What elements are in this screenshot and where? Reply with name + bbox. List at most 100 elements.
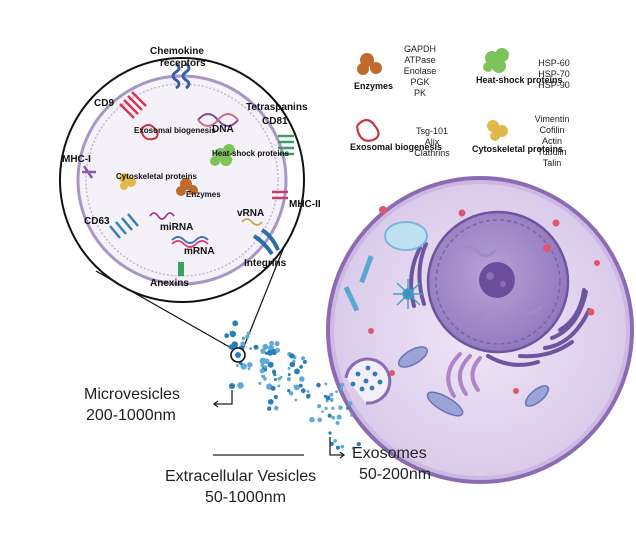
size-indicators bbox=[212, 390, 346, 459]
cd81-shape bbox=[278, 134, 294, 156]
label-enzymes-vesicle: Enzymes bbox=[186, 190, 221, 199]
label-heat-shock-proteins: Heat-shock proteins bbox=[212, 149, 289, 158]
vesicle-dot bbox=[287, 389, 291, 393]
mitochondrion bbox=[426, 391, 464, 417]
vrna-shape bbox=[241, 218, 263, 226]
cd9-shape bbox=[119, 91, 147, 119]
vesicle-dot bbox=[346, 406, 350, 410]
vesicle-dot bbox=[260, 348, 266, 354]
cell bbox=[326, 176, 634, 484]
vesicle-dot bbox=[253, 344, 259, 350]
vesicle-dot bbox=[259, 357, 267, 365]
label-mhc-i: MHC-I bbox=[62, 154, 91, 165]
vesicle-dot bbox=[300, 356, 306, 361]
legend-exosomal-biogenesis-icon bbox=[355, 118, 380, 142]
integrins-shape bbox=[252, 228, 280, 256]
vacuole bbox=[384, 221, 428, 251]
label-cytoskeletal-proteins: Cytoskeletal proteins bbox=[116, 172, 197, 181]
vesicle-dot bbox=[268, 399, 274, 405]
nucleus bbox=[426, 210, 570, 354]
microvesicle-sample bbox=[229, 383, 235, 389]
legend-heat-shock-icon bbox=[483, 48, 509, 73]
microvesicle-indicator bbox=[214, 390, 233, 405]
label-vrna: vRNA bbox=[237, 208, 265, 219]
vesicle-dot bbox=[294, 398, 298, 402]
ev-label: Extracellular Vesicles bbox=[165, 468, 317, 485]
vesicle-dot bbox=[240, 363, 247, 370]
mitochondrion bbox=[397, 346, 429, 368]
vesicle-dot bbox=[324, 382, 328, 386]
mitochondrion bbox=[524, 385, 550, 407]
vesicle-dot bbox=[327, 413, 332, 418]
vesicle-dot bbox=[267, 361, 274, 368]
vesicle-dot bbox=[267, 406, 272, 411]
legend-enzymes-icon bbox=[357, 53, 382, 75]
vesicle-dot bbox=[273, 394, 278, 400]
vesicle-dot bbox=[338, 405, 343, 410]
label-tetraspanins: Tetraspanins bbox=[246, 102, 308, 113]
exosome-arrowhead bbox=[339, 451, 346, 459]
vesicle-dot bbox=[259, 368, 265, 374]
vesicle-dot bbox=[262, 343, 269, 350]
vesicle-dot bbox=[331, 406, 335, 410]
vesicle-dot bbox=[329, 397, 334, 402]
label-receptors: receptors bbox=[160, 58, 206, 69]
vesicle-dot bbox=[241, 336, 246, 341]
vesicle-dot bbox=[340, 444, 345, 449]
vesicle-dot bbox=[232, 320, 239, 327]
rod-organelle bbox=[359, 255, 374, 284]
vesicle-dot bbox=[274, 341, 280, 347]
zoom-line-right bbox=[242, 236, 289, 350]
vesicle-dot bbox=[275, 347, 281, 353]
vesicle-dot bbox=[300, 388, 306, 394]
vesicle-dot bbox=[231, 341, 239, 348]
vesicle-dot bbox=[272, 370, 277, 375]
cytoskeletal-shape bbox=[119, 173, 136, 190]
extracellular-vesicle-cloud bbox=[224, 320, 361, 450]
vesicle-dot bbox=[289, 361, 296, 368]
vesicle-dot bbox=[336, 414, 342, 420]
vesicle-dot bbox=[224, 333, 230, 339]
vesicle-dot bbox=[294, 368, 300, 375]
vesicle-dot bbox=[335, 390, 338, 393]
label-mirna: miRNA bbox=[160, 222, 194, 233]
vesicle-dot bbox=[247, 367, 251, 371]
label-exosomal-biogenesis: Exosomal biogenesis bbox=[134, 126, 216, 135]
vesicle-dot bbox=[335, 421, 340, 425]
vesicle-dot bbox=[333, 439, 337, 443]
vesicle-dot bbox=[331, 415, 336, 420]
vesicle-dot bbox=[260, 363, 265, 368]
label-anexins: Anexins bbox=[150, 278, 189, 289]
vesicle-dot bbox=[258, 381, 262, 385]
vesicle-dot bbox=[247, 362, 253, 368]
vesicle-dot bbox=[329, 392, 334, 397]
legend-cytoskeletal-icon bbox=[487, 120, 508, 141]
vesicle-dot bbox=[286, 377, 291, 382]
vesicle-dot bbox=[299, 376, 305, 382]
vesicle-dot bbox=[306, 394, 311, 399]
selected-vesicle-core bbox=[235, 352, 241, 358]
vesicle-dot bbox=[316, 382, 321, 388]
mrna-shape bbox=[171, 236, 209, 244]
exosome-indicator bbox=[329, 437, 344, 456]
label-cd81: CD81 bbox=[262, 116, 288, 127]
vesicle-dot bbox=[350, 414, 353, 417]
label-chemokine-receptors: Chemokine bbox=[150, 46, 204, 57]
label-cd63: CD63 bbox=[84, 216, 110, 227]
vesicle-dot bbox=[277, 377, 282, 381]
vesicle-dot bbox=[299, 365, 303, 369]
vesicle-dot bbox=[246, 331, 251, 336]
multivesicular-body bbox=[344, 357, 392, 405]
vesicle-dot bbox=[302, 359, 307, 364]
heat-shock-shape bbox=[210, 144, 235, 166]
legend-icons bbox=[355, 48, 509, 142]
cd63-shape bbox=[109, 213, 139, 239]
label-dna: DNA bbox=[212, 124, 234, 135]
ev-range: 50-1000nm bbox=[205, 489, 286, 506]
legend-cytoskeletal-name: Cytoskeletal proteins bbox=[472, 144, 564, 154]
vesicle-dot bbox=[306, 390, 310, 393]
label-mrna: mRNA bbox=[184, 246, 215, 257]
